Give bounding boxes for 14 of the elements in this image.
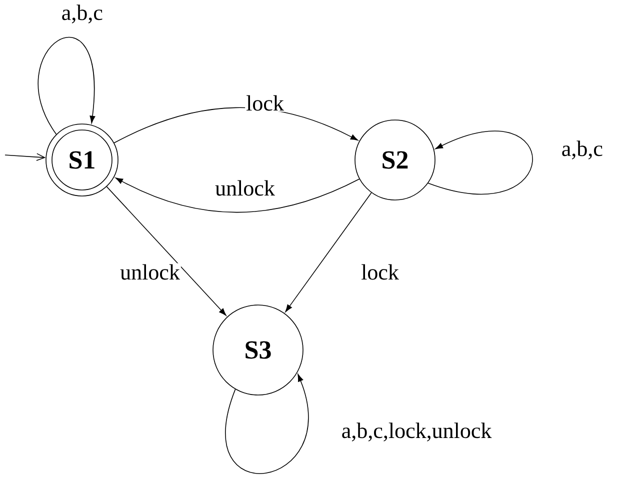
edge-label: lock [360,263,400,281]
edge-label: a,b,c [60,4,104,24]
edge-label: lock [245,94,285,112]
edge-label: a,b,c,lock,unlock [340,422,493,442]
self-loop-arrow [38,36,96,135]
arrow [106,186,226,316]
start-arrow [4,153,46,161]
arrow [115,178,360,213]
arrow [285,192,372,312]
self-loop-arrow [225,374,308,474]
edge-label: unlock [214,179,276,197]
edge-label: unlock [119,263,181,281]
self-loop-arrow [428,130,533,195]
edge-label: a,b,c [560,140,604,160]
